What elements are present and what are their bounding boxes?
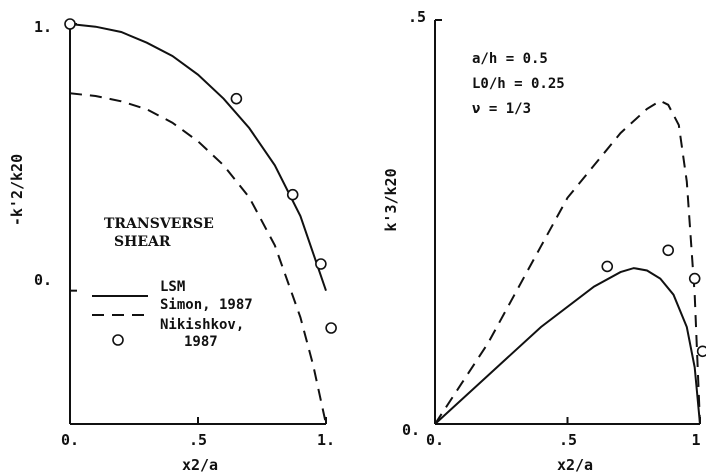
data-point-2-3 [696, 345, 706, 358]
right-panel: 0. .5 1 .5 0. x2/a k'3/k20 a/h = 0.5 L0/… [382, 8, 706, 474]
dashed-series-line-1 [434, 99, 701, 425]
legend-label-simon: Simon, 1987 [160, 297, 253, 313]
left-legend: TRANSVERSE SHEAR LSM Simon, 1987 Nikishk… [92, 216, 253, 350]
left-xtick-0: 0. [61, 431, 79, 449]
note-length-ratio: L0/h = 0.25 [472, 76, 565, 92]
right-xtick-2: 1 [691, 431, 700, 449]
legend-label-nikishkov-line-0: Nikishkov, [160, 317, 244, 333]
right-xtick-0: 0. [426, 431, 444, 449]
left-plot-area [64, 18, 337, 425]
right-notes: a/h = 0.5 L0/h = 0.25 ν = 1/3 [472, 51, 565, 117]
legend-label-lsm: LSM [160, 279, 185, 295]
legend-title-line-1: SHEAR [114, 234, 171, 250]
data-point-2-4 [325, 322, 337, 334]
solid-series-line-0 [434, 267, 701, 425]
left-ytick-0: 1. [34, 18, 52, 36]
dashed-series-line-1 [69, 92, 327, 425]
left-ytick-1: 0. [34, 271, 52, 289]
data-point-2-1 [662, 244, 675, 257]
left-xtick-2: 1. [317, 431, 335, 449]
solid-series-line-0 [69, 23, 327, 292]
left-panel: 0. .5 1. 1. 0. x2/a -k'2/k20 TRANSVERSE … [8, 18, 337, 474]
note-aspect-ratio: a/h = 0.5 [472, 51, 548, 67]
left-ylabel: -k'2/k20 [8, 154, 26, 226]
right-xlabel: x2/a [557, 456, 593, 474]
legend-title-line-0: TRANSVERSE [104, 216, 214, 232]
data-point-2-1 [230, 92, 243, 105]
right-xtick-1: .5 [559, 431, 577, 449]
left-xtick-1: .5 [189, 431, 207, 449]
legend-sample-marker [112, 334, 124, 346]
note-poisson-ratio: ν = 1/3 [472, 101, 531, 117]
left-xlabel: x2/a [182, 456, 218, 474]
right-ytick-1: 0. [402, 421, 420, 439]
legend-label-nikishkov-line-1: 1987 [184, 334, 218, 350]
data-point-2-0 [601, 260, 614, 273]
data-point-2-3 [315, 258, 327, 270]
data-point-2-0 [64, 18, 76, 30]
right-ytick-0: .5 [408, 8, 426, 26]
data-point-2-2 [286, 188, 299, 201]
right-plot-area [434, 99, 706, 425]
data-point-2-2 [688, 272, 701, 285]
right-ylabel: k'3/k20 [382, 168, 400, 231]
